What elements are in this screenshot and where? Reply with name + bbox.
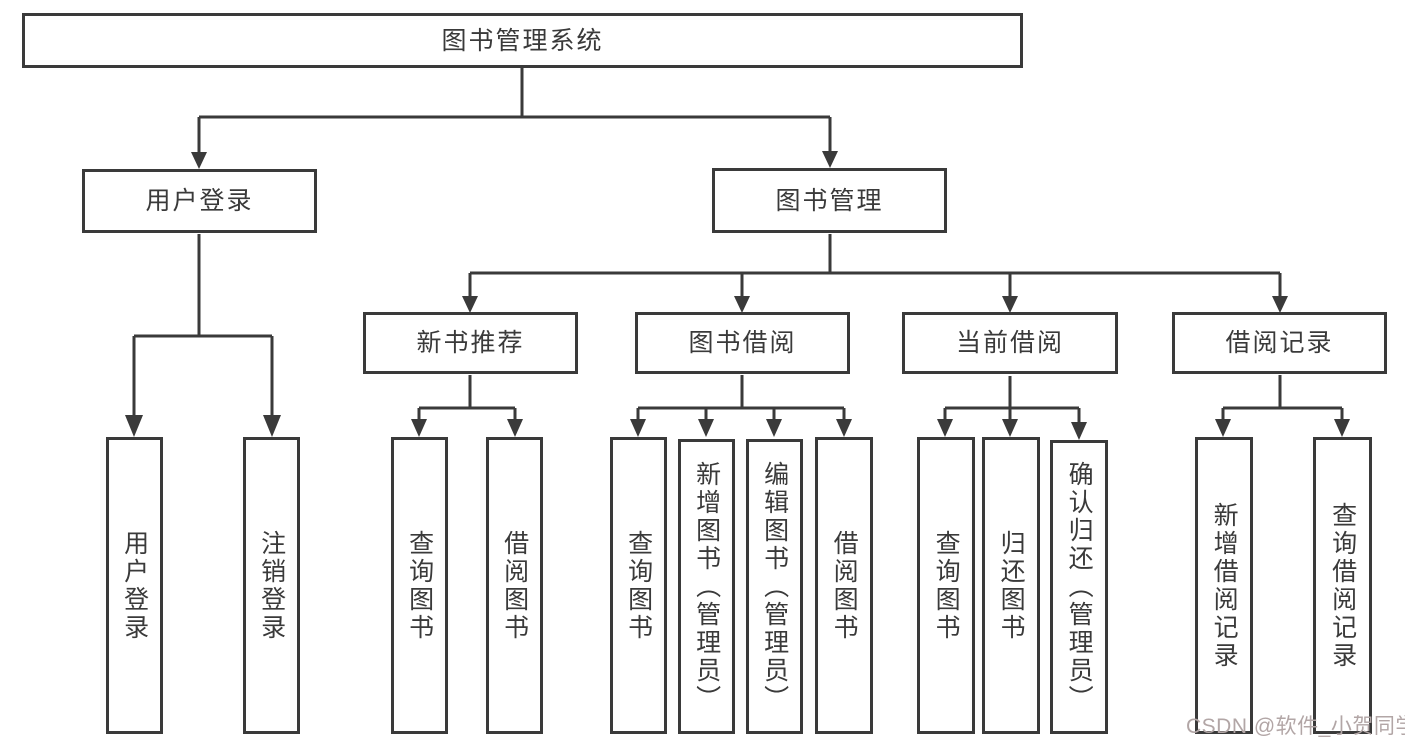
csdn-watermark: CSDN @软件_小贺同学	[1186, 715, 1405, 738]
node-label: 借阅记录	[1225, 329, 1334, 357]
leaf-confirm-return-admin: 确认归还（管理员）	[1050, 440, 1108, 734]
node-label: 图书借阅	[688, 329, 797, 357]
node-label: 借阅图书	[500, 529, 529, 642]
node-label: 借阅图书	[830, 529, 859, 642]
node-user-login: 用户登录	[82, 169, 317, 233]
leaf-query-books-recommend: 查询图书	[391, 437, 448, 734]
node-label: 新增借阅记录	[1210, 501, 1239, 670]
leaf-return-books: 归还图书	[982, 437, 1040, 734]
leaf-query-books-borrowing: 查询图书	[610, 437, 667, 734]
node-library-management-system: 图书管理系统	[22, 13, 1023, 68]
leaf-borrow-books-recommend: 借阅图书	[486, 437, 543, 734]
node-label: 用户登录	[120, 529, 149, 642]
node-label: 图书管理	[775, 186, 884, 215]
node-label: 图书管理系统	[441, 26, 604, 55]
leaf-add-books-admin: 新增图书（管理员）	[678, 439, 735, 734]
leaf-edit-books-admin: 编辑图书（管理员）	[746, 439, 803, 734]
node-book-management: 图书管理	[712, 168, 947, 233]
node-label: 用户登录	[145, 187, 254, 215]
leaf-logout: 注销登录	[243, 437, 300, 734]
leaf-borrow-books-borrowing: 借阅图书	[815, 437, 873, 734]
leaf-user-login: 用户登录	[106, 437, 163, 734]
node-label: 当前借阅	[955, 329, 1064, 357]
node-label: 查询图书	[624, 529, 653, 642]
node-label: 查询图书	[932, 529, 961, 642]
node-label: 归还图书	[997, 529, 1026, 642]
leaf-query-borrow-record: 查询借阅记录	[1313, 437, 1372, 734]
connector-path	[132, 68, 1344, 424]
leaf-query-books-current: 查询图书	[917, 437, 975, 734]
node-label: 确认归还（管理员）	[1065, 461, 1094, 713]
node-current-borrowing: 当前借阅	[902, 312, 1118, 374]
node-label: 编辑图书（管理员）	[760, 460, 789, 713]
node-book-borrowing: 图书借阅	[635, 312, 850, 374]
node-label: 新增图书（管理员）	[692, 460, 721, 713]
node-label: 新书推荐	[416, 329, 525, 357]
node-borrowing-records: 借阅记录	[1172, 312, 1387, 374]
node-label: 注销登录	[257, 529, 286, 642]
node-label: 查询图书	[405, 529, 434, 642]
node-new-book-recommendation: 新书推荐	[363, 312, 578, 374]
node-label: 查询借阅记录	[1328, 501, 1357, 670]
leaf-add-borrow-record: 新增借阅记录	[1195, 437, 1253, 734]
